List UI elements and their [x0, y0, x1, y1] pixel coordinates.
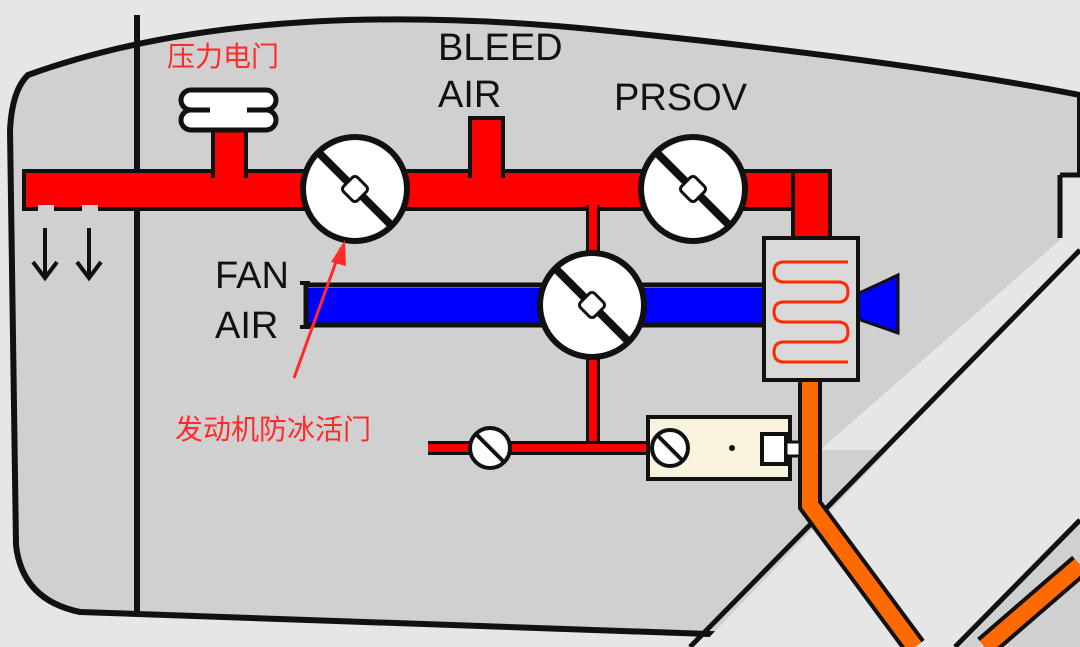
bleed-duct-riser-fill: [795, 173, 828, 241]
bleed-air-label-line1: BLEED: [438, 27, 563, 69]
callout-arrow-icon: [292, 240, 346, 379]
pressure-switch-icon[interactable]: [178, 87, 279, 133]
small-valve-icon[interactable]: [468, 426, 512, 470]
drain-gap-2: [82, 205, 98, 213]
pressure-switch-stub-fill: [215, 130, 244, 180]
exhaust-duct-right-fill: [979, 558, 1080, 647]
heat-exchanger-coil-icon: [772, 260, 850, 364]
fan-air-label-line2: AIR: [215, 305, 278, 347]
prsov-label: PRSOV: [614, 77, 748, 119]
exhaust-duct-fill: [802, 370, 922, 647]
prsov-valve-icon[interactable]: [638, 134, 748, 244]
bleed-air-stub-fill: [472, 120, 501, 180]
heat-exchanger-box: [762, 236, 860, 382]
strut-edge-diagonal-2: [953, 518, 1080, 647]
controller-actuator: [760, 432, 788, 466]
pressure-switch-label: 压力电门: [167, 41, 279, 72]
anti-ice-valve-label: 发动机防冰活门: [175, 414, 371, 445]
controller-actuator-tab: [784, 440, 802, 458]
drain-arrow-icon: [31, 228, 103, 282]
fan-air-valve-icon[interactable]: [537, 250, 647, 360]
fan-air-label-line1: FAN: [215, 255, 289, 297]
controller-dot: [729, 445, 735, 451]
bleed-air-label-line2: AIR: [438, 74, 501, 116]
drain-gap-1: [38, 205, 54, 213]
engine-anti-ice-valve-icon[interactable]: [300, 134, 410, 244]
controller-gauge-icon: [650, 428, 690, 468]
strut-edge-diagonal-1: [688, 248, 1080, 647]
